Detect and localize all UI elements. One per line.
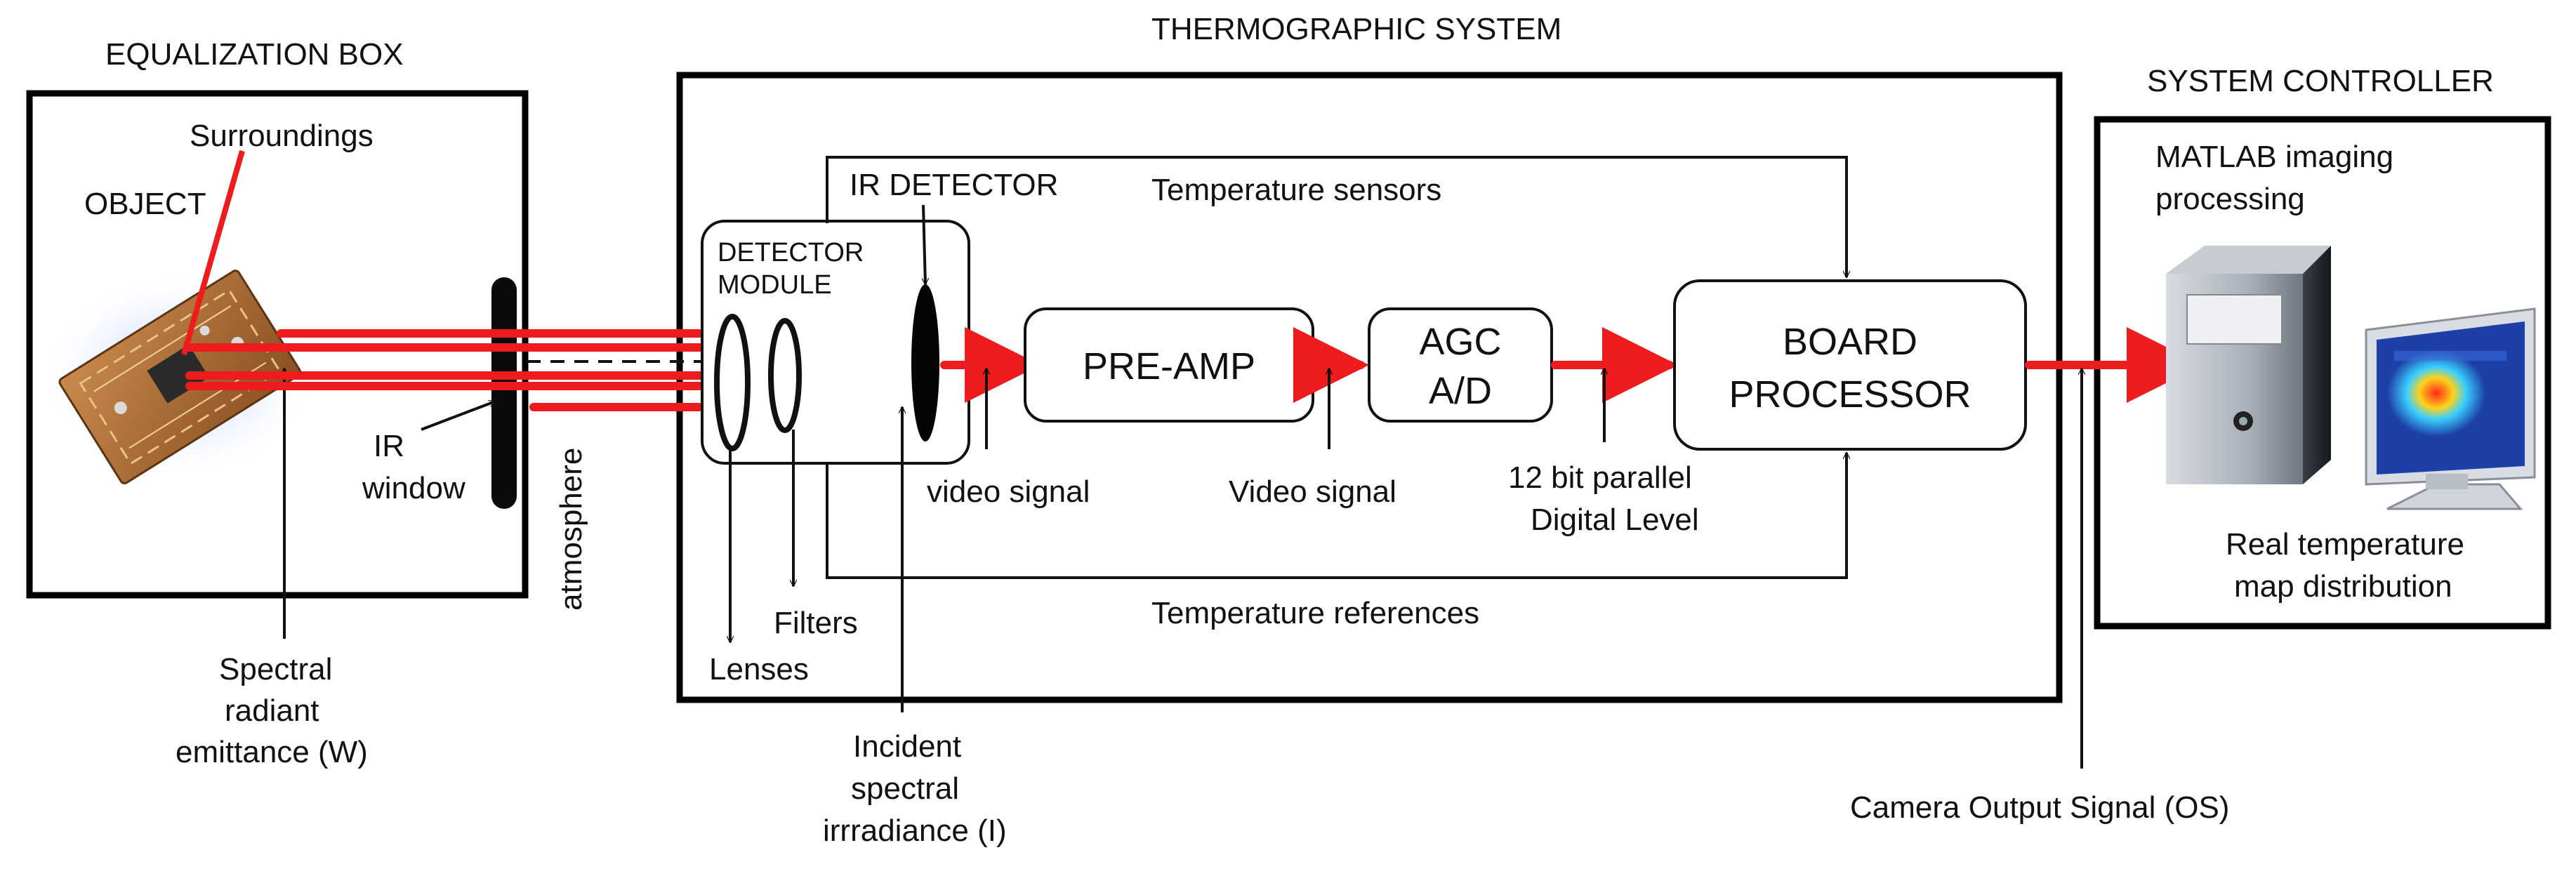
ir-detector-element xyxy=(911,284,939,442)
filters-label: Filters xyxy=(774,606,858,640)
ir-window xyxy=(491,277,517,509)
video-signal-label-2: Video signal xyxy=(1229,474,1396,509)
matlab-label-line2: processing xyxy=(2155,182,2305,216)
detector-module-label-line2: MODULE xyxy=(718,270,832,300)
camera-output-label: Camera Output Signal (OS) xyxy=(1850,790,2229,825)
ir-detector-pointer xyxy=(923,204,925,284)
real-temperature-label-line1: Real temperature xyxy=(2226,527,2464,562)
surroundings-pointer xyxy=(181,150,245,356)
incident-label-line2: spectral xyxy=(851,771,959,806)
atmosphere-label: atmosphere xyxy=(554,448,588,611)
board-processor-label-line1: BOARD xyxy=(1783,321,1917,363)
temperature-sensors-line xyxy=(826,156,1847,277)
equalization-box-title: EQUALIZATION BOX xyxy=(105,37,404,72)
digital-level-label-line1: 12 bit parallel xyxy=(1508,460,1692,495)
lenses-label: Lenses xyxy=(709,652,809,686)
preamp-label: PRE-AMP xyxy=(1083,345,1255,387)
agc-label-line2: A/D xyxy=(1429,370,1492,412)
incident-label-line3: irrradiance (I) xyxy=(823,814,1007,848)
surroundings-label: Surroundings xyxy=(190,119,374,153)
pcb-object-image xyxy=(39,270,319,485)
filter-icon xyxy=(768,318,802,433)
thermographic-system-title: THERMOGRAPHIC SYSTEM xyxy=(1151,12,1561,46)
ir-detector-label: IR DETECTOR xyxy=(850,168,1058,202)
incident-label-line1: Incident xyxy=(853,729,961,764)
emittance-label-line3: emittance (W) xyxy=(176,735,368,769)
board-processor-box xyxy=(1673,279,2027,451)
ir-window-label-line2: window xyxy=(362,471,465,505)
video-signal-label-1: video signal xyxy=(927,474,1090,509)
temperature-references-line xyxy=(826,453,1847,579)
agc-label-line1: AGC xyxy=(1419,321,1501,363)
real-temperature-label-line2: map distribution xyxy=(2234,569,2452,604)
ir-window-label-line1: IR xyxy=(374,429,404,463)
object-label: OBJECT xyxy=(84,187,206,221)
board-processor-label-line2: PROCESSOR xyxy=(1729,373,1971,416)
temperature-references-label: Temperature references xyxy=(1151,596,1479,630)
emittance-label-line2: radiant xyxy=(225,693,319,728)
matlab-label-line1: MATLAB imaging xyxy=(2155,140,2393,174)
emittance-label-line1: Spectral xyxy=(219,652,332,686)
lens-icon xyxy=(714,314,751,451)
detector-module-label-line1: DETECTOR xyxy=(718,238,864,267)
system-controller-frame xyxy=(2094,116,2551,630)
system-controller-title: SYSTEM CONTROLLER xyxy=(2147,64,2494,98)
digital-level-label-line2: Digital Level xyxy=(1531,503,1699,537)
computer-tower-icon xyxy=(2166,246,2331,484)
ir-window-pointer xyxy=(421,401,495,431)
temperature-sensors-label: Temperature sensors xyxy=(1151,173,1441,207)
heatmap-image xyxy=(2387,350,2506,437)
